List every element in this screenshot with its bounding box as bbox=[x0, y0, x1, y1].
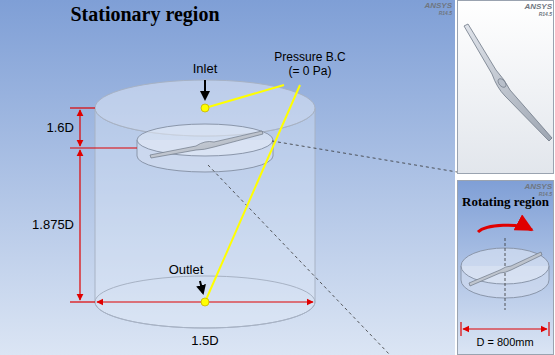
dimension-label: D = 800mm bbox=[476, 336, 533, 349]
flow-label: Outlet bbox=[169, 262, 204, 278]
rotation-arrow bbox=[478, 225, 532, 232]
propeller-3d bbox=[464, 24, 552, 141]
region-title: Rotating region bbox=[457, 195, 554, 210]
propeller bbox=[469, 252, 542, 286]
diameter-dimension bbox=[461, 322, 549, 336]
watermark: R14.5 bbox=[539, 192, 552, 197]
cylinder-body bbox=[95, 108, 315, 328]
axis-line bbox=[505, 238, 506, 310]
leader-line bbox=[205, 85, 300, 302]
dimension-label: 1.875D bbox=[32, 217, 74, 233]
leader-line bbox=[205, 85, 284, 108]
inlet-point bbox=[201, 104, 209, 112]
watermark: ANSYS bbox=[524, 3, 552, 11]
dimension-label: 1.5D bbox=[191, 333, 218, 349]
rotating-region: Rotating region bbox=[457, 180, 554, 354]
zoom-line bbox=[272, 141, 457, 172]
flow-label: Inlet bbox=[193, 61, 218, 77]
outlet-point bbox=[201, 298, 209, 306]
stationary-region: Stationary region bbox=[0, 0, 455, 355]
region-title: Stationary region bbox=[40, 3, 250, 26]
propeller bbox=[150, 131, 263, 158]
outlet-face bbox=[95, 276, 315, 328]
watermark: R14.5 bbox=[439, 11, 452, 16]
propeller-hub bbox=[496, 77, 507, 89]
stationary-panel bbox=[0, 0, 455, 355]
outlet-arrow bbox=[200, 281, 203, 293]
rotating-disc-top bbox=[137, 124, 273, 156]
zoom-line bbox=[208, 165, 390, 355]
propeller-panel bbox=[458, 1, 554, 174]
watermark: R14.5 bbox=[539, 12, 552, 17]
rotating-panel bbox=[458, 181, 554, 355]
boundary-note: Pressure B.C (= 0 Pa) bbox=[268, 50, 352, 79]
watermark: ANSYS bbox=[424, 2, 452, 10]
watermark: ANSYS bbox=[524, 183, 552, 191]
inlet-arrow bbox=[204, 80, 206, 99]
dimension-label: 1.6D bbox=[47, 120, 74, 136]
